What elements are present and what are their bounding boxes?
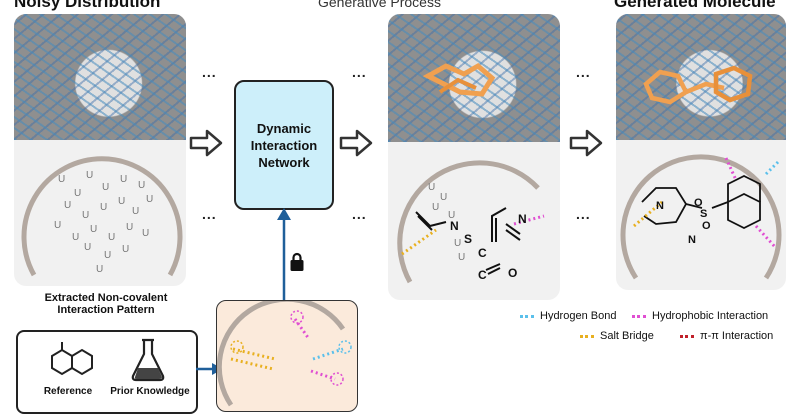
noise-particle: U [138,180,146,191]
atom-n4: N [688,234,696,246]
noise-particle: U [84,242,92,253]
pocket-arc [21,156,183,277]
noise-particle: U [132,206,140,217]
noise-particle: U [146,194,154,205]
legend-pi-pi-label: π-π Interaction [700,330,774,342]
generated-molecule-diagram [620,154,782,280]
noise-particle: U [96,264,104,275]
legend-hydrogen-bond: Hydrogen Bond [520,310,616,322]
noise-particle: U [142,228,150,239]
atom-c1: C [478,246,487,260]
hollow-arrow-2 [339,129,373,157]
extracted-pattern-title: Extracted Non-covalent Interaction Patte… [0,292,212,316]
noise-particle: U [122,244,130,255]
title-generated-molecule: Generated Molecule [614,0,776,11]
atom-n2: N [518,212,527,226]
reference-ligand-icon [51,342,93,376]
ellipsis-top-mid: ... [352,64,367,80]
hollow-arrow-3 [569,129,603,157]
noise-particle: U [440,192,448,203]
legend-salt-bridge: Salt Bridge [580,330,654,342]
noise-particle: U [82,210,90,221]
flask-icon [131,338,165,382]
noise-particle: U [54,220,62,231]
intermediate-molecule-diagram [397,160,545,284]
title-generative-process: Generative Process [318,0,441,10]
noise-particle: U [108,232,116,243]
atom-c2: C [478,268,487,282]
noise-particle: U [428,182,436,193]
extracted-title-line-2: Interaction Pattern [57,304,155,316]
legend-hydrogen-bond-label: Hydrogen Bond [540,310,617,322]
reference-label: Reference [43,386,93,397]
docked-ligand [643,65,753,105]
extracted-pattern-box: Reference Prior Knowledge [16,330,198,414]
noise-particle: U [126,222,134,233]
atom-o2: O [694,197,703,209]
atom-s1: S [464,232,473,246]
noise-particle: U [74,188,82,199]
interaction-pattern-panel [216,300,358,412]
protein-pocket-full-ligand-image [616,14,786,140]
noise-particle: U [104,250,112,261]
network-line-1: Dynamic [256,120,312,136]
extracted-title-line-1: Extracted Non-covalent [44,292,168,304]
pocket-arc-diagram [21,156,183,277]
lock-icon [290,252,304,271]
noise-particle: U [118,196,126,207]
hydrogen-bond-swatch [520,314,534,318]
noise-particle: U [454,238,462,249]
ellipsis-top-right: ... [576,64,591,80]
atom-n3: N [656,200,664,212]
noise-particle: U [458,252,466,263]
partial-ligand [422,62,496,97]
legend-pi-pi: π-π Interaction [680,330,773,342]
ellipsis-bottom-mid: ... [352,206,367,222]
protein-pocket-image [14,14,186,140]
atom-o1: O [508,266,518,280]
ellipsis-bottom-left: ... [202,206,217,222]
noise-particle: U [90,224,98,235]
legend-hydrophobic: Hydrophobic Interaction [632,310,768,322]
noise-particle: U [86,170,94,181]
legend-hydrophobic-label: Hydrophobic Interaction [652,310,769,322]
generated-molecule-panel: N O S O N [616,14,786,290]
noise-particle: U [64,200,72,211]
noise-particle: U [102,182,110,193]
ellipsis-bottom-right: ... [576,206,591,222]
atom-o3: O [702,220,711,232]
noise-particle: U [72,232,80,243]
network-line-3: Network [258,154,310,170]
ellipsis-top-left: ... [202,64,217,80]
network-line-2: Interaction [250,137,318,153]
noise-particle: U [448,210,456,221]
hollow-arrow-1 [189,129,223,157]
hydrophobic-swatch [632,314,646,318]
noise-particle: U [58,174,66,185]
dynamic-interaction-network-box: Dynamic Interaction Network [234,80,334,210]
protein-pocket-partial-ligand-image [388,14,560,142]
condition-arrow [277,208,291,302]
title-noisy-distribution: Noisy Distribution [14,0,161,11]
salt-bridge-swatch [580,334,594,338]
atom-s2: S [700,208,708,220]
legend-salt-bridge-label: Salt Bridge [600,330,654,342]
atom-n1: N [450,219,459,233]
noise-particle: U [100,202,108,213]
interaction-pattern-diagram [217,301,352,407]
noise-particle: U [432,202,440,213]
noise-particle: U [120,174,128,185]
pi-pi-swatch [680,334,694,338]
prior-knowledge-label: Prior Knowledge [110,386,190,397]
